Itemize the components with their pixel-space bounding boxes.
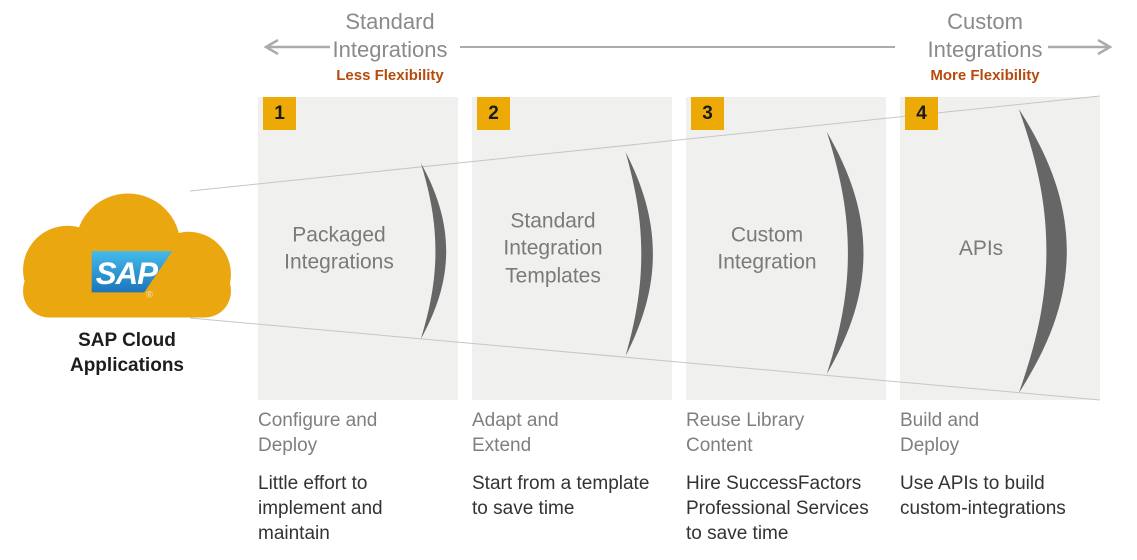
step-number-badge: 3 <box>691 97 724 130</box>
caption-title: Reuse Library Content <box>686 410 805 457</box>
cloud-icon: SAP ® <box>23 193 231 318</box>
caption-body: Start from a template to save time <box>472 473 650 520</box>
column-title: APIs <box>958 236 1004 260</box>
registered-mark: ® <box>146 289 153 299</box>
caption-body: Little effort to implement and maintain <box>258 473 383 545</box>
caption-packaged-integrations: Configure and Deploy Little effort to im… <box>258 408 470 546</box>
custom-integrations-title: Custom Integrations <box>927 9 1043 63</box>
column-custom-integration: 3 Custom Integration <box>686 97 886 400</box>
column-standard-integration-templates: 2 Standard Integration Templates <box>472 97 672 400</box>
funnel-arc-icon <box>625 152 653 356</box>
caption-title: Adapt and Extend <box>472 410 559 457</box>
column-title: Custom Integration <box>717 222 817 274</box>
standard-integrations-header: Standard Integrations Less Flexibility <box>295 8 485 84</box>
column-title: Standard Integration Templates <box>503 208 603 288</box>
sap-cloud-applications-label: SAP Cloud Applications <box>69 330 184 376</box>
sap-logo: SAP ® <box>91 250 173 299</box>
column-title: Packaged Integrations <box>284 222 394 274</box>
caption-standard-integration-templates: Adapt and Extend Start from a template t… <box>472 408 684 521</box>
standard-integrations-title: Standard Integrations <box>332 9 448 63</box>
caption-title: Build and Deploy <box>900 410 980 457</box>
sap-logo-text: SAP <box>96 256 158 291</box>
less-flexibility-label: Less Flexibility <box>336 67 444 85</box>
caption-title: Configure and Deploy <box>258 410 378 457</box>
step-number-badge: 4 <box>905 97 938 130</box>
step-number-badge: 2 <box>477 97 510 130</box>
sap-cloud: SAP ® SAP Cloud Applications <box>15 193 239 378</box>
column-packaged-integrations: 1 Packaged Integrations <box>258 97 458 400</box>
caption-apis: Build and Deploy Use APIs to build custo… <box>900 408 1112 521</box>
caption-body: Use APIs to build custom-integrations <box>900 473 1066 520</box>
funnel-arc-icon <box>420 163 447 339</box>
caption-custom-integration: Reuse Library Content Hire SuccessFactor… <box>686 408 898 546</box>
more-flexibility-label: More Flexibility <box>930 67 1040 85</box>
column-apis: 4 APIs <box>900 97 1100 400</box>
step-number-badge: 1 <box>263 97 296 130</box>
caption-body: Hire SuccessFactors Professional Service… <box>686 473 869 545</box>
custom-integrations-header: Custom Integrations More Flexibility <box>890 8 1080 84</box>
